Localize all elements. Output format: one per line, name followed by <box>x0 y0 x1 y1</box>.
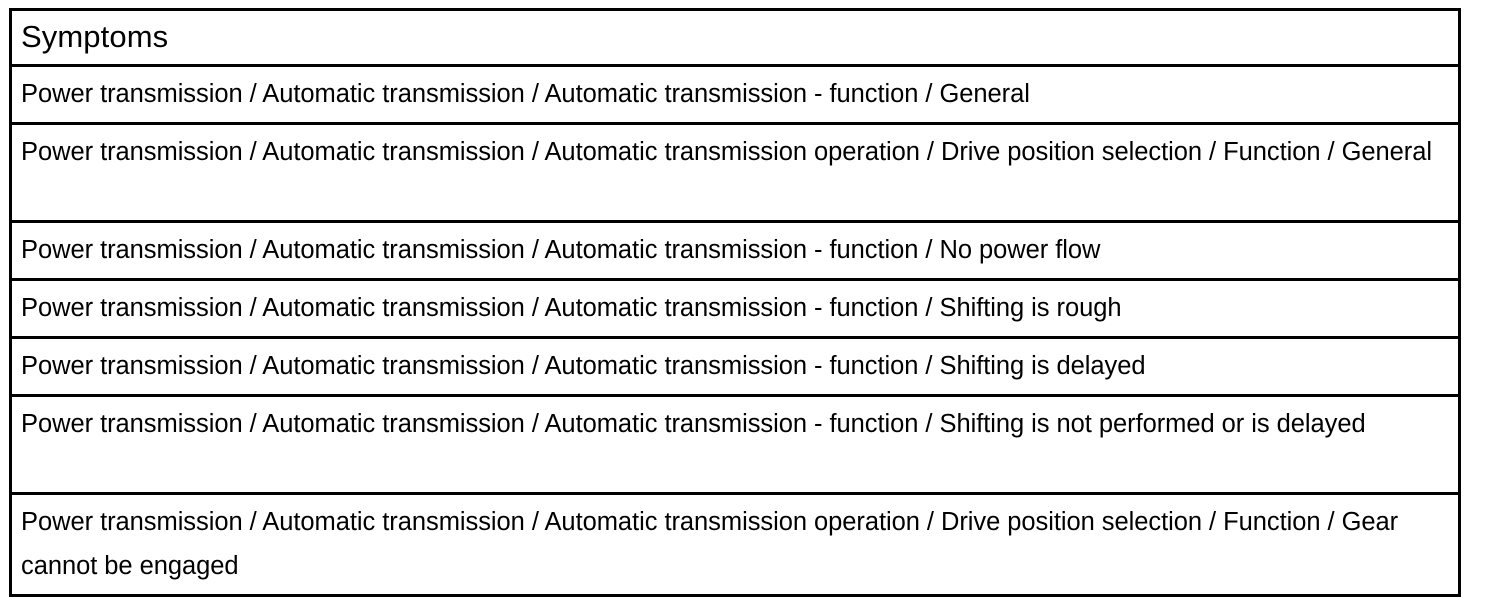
table-row: Power transmission / Automatic transmiss… <box>10 65 1460 125</box>
symptom-path-cell-2: Power transmission / Automatic transmiss… <box>10 123 1460 223</box>
symptom-path-cell-1: Power transmission / Automatic transmiss… <box>10 65 1460 125</box>
symptom-path-cell-6: Power transmission / Automatic transmiss… <box>10 395 1460 495</box>
table-row: Power transmission / Automatic transmiss… <box>10 395 1460 495</box>
symptoms-table: Symptoms Power transmission / Automatic … <box>9 8 1461 597</box>
table-row: Power transmission / Automatic transmiss… <box>10 123 1460 223</box>
table-row: Power transmission / Automatic transmiss… <box>10 337 1460 397</box>
symptom-path-cell-3: Power transmission / Automatic transmiss… <box>10 221 1460 281</box>
symptom-path-cell-5: Power transmission / Automatic transmiss… <box>10 337 1460 397</box>
table-row: Power transmission / Automatic transmiss… <box>10 493 1460 596</box>
table-header: Symptoms <box>10 9 1460 67</box>
table-header-row: Symptoms <box>10 9 1460 67</box>
table-body: Power transmission / Automatic transmiss… <box>10 65 1460 596</box>
symptom-path-cell-7: Power transmission / Automatic transmiss… <box>10 493 1460 596</box>
table-row: Power transmission / Automatic transmiss… <box>10 221 1460 281</box>
column-header-symptoms: Symptoms <box>10 9 1460 67</box>
symptom-path-cell-4: Power transmission / Automatic transmiss… <box>10 279 1460 339</box>
table-row: Power transmission / Automatic transmiss… <box>10 279 1460 339</box>
